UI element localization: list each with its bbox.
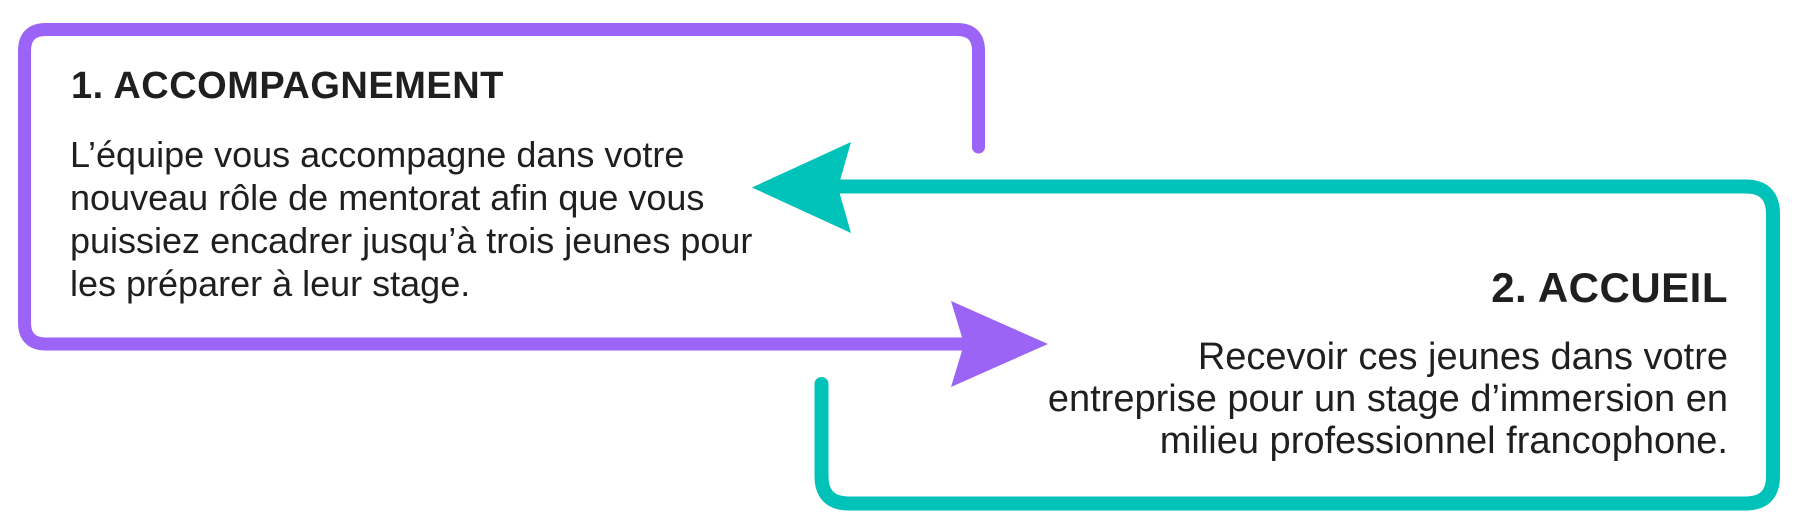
step-1-title: 1. ACCOMPAGNEMENT [71,65,504,107]
step-1-description-line: les préparer à leur stage. [70,263,471,304]
step-2-description: Recevoir ces jeunes dans votre entrepris… [1048,336,1728,462]
step-1-description-line: puissiez encadrer jusqu’à trois jeunes p… [70,220,753,261]
step-2-description-line: entreprise pour un stage d’immersion en [1047,378,1728,420]
step-1-description-line: L’équipe vous accompagne dans votre [70,134,685,175]
arrow-right-icon [951,301,1048,387]
step-2-description-line: milieu professionnel francophone. [1159,420,1728,462]
step-1-border [18,23,985,351]
arrow-left-icon [752,142,851,233]
step-1-description: L’équipe vous accompagne dans votre nouv… [70,133,752,305]
step-2-border [814,179,1780,511]
step-1-description-line: nouveau rôle de mentorat afin que vous [70,177,705,218]
step-2-title: 2. ACCUEIL [1491,264,1728,311]
step-2-description-line: Recevoir ces jeunes dans votre [1197,336,1728,378]
